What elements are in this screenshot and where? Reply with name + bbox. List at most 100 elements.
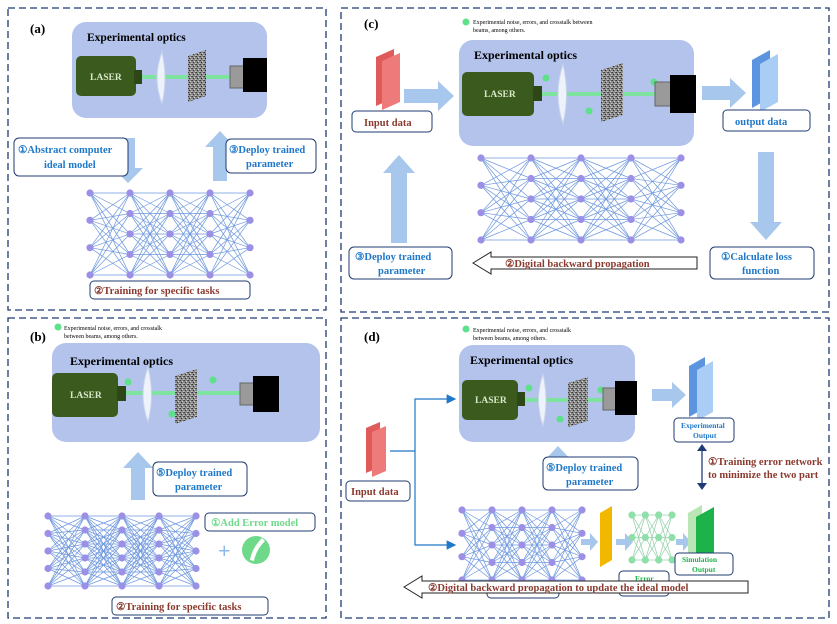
network-edge xyxy=(644,514,660,561)
network-node xyxy=(518,558,526,567)
err-net-d-l1: Error xyxy=(635,574,654,583)
input-d: Input data xyxy=(351,487,399,498)
exp-layer-front-d xyxy=(697,361,713,421)
noise-d-l1: Experimental noise, errors, and crosstal… xyxy=(473,328,571,334)
training-b: ②Training for specific tasks xyxy=(116,601,241,613)
network-edge xyxy=(551,562,583,581)
output-layer-front-c xyxy=(760,54,778,112)
network-edge xyxy=(47,529,86,534)
network-edge xyxy=(129,192,171,255)
network-node xyxy=(155,582,163,590)
camera-c xyxy=(670,75,696,113)
arrow-up-c xyxy=(383,155,415,243)
network-edge xyxy=(461,544,493,557)
network-node xyxy=(548,541,556,549)
noise-d-l2: between beams, among others. xyxy=(473,336,547,342)
network-edge xyxy=(580,157,632,200)
noise-b-l2: between beams, among others. xyxy=(64,334,138,340)
network-edge xyxy=(461,556,493,563)
network-edge xyxy=(630,219,682,241)
step3-box-a xyxy=(225,138,317,174)
network-edge xyxy=(84,515,123,545)
network-edge xyxy=(645,537,659,561)
network-edge xyxy=(47,515,86,552)
network-edge xyxy=(89,220,131,235)
network-edge xyxy=(89,233,131,276)
network-edge xyxy=(631,514,646,561)
network-edge xyxy=(521,509,553,528)
network-node xyxy=(81,568,89,576)
network-node xyxy=(126,230,134,238)
network-edge xyxy=(89,192,131,221)
network-edge xyxy=(461,527,493,581)
split-line-d2 xyxy=(414,451,457,550)
network-edge xyxy=(630,178,682,241)
step3-a-l2: parameter xyxy=(246,159,294,170)
panel-c-tag: (c) xyxy=(364,16,378,31)
network-edge xyxy=(47,557,86,569)
neural-net-d xyxy=(458,506,586,584)
network-edge xyxy=(209,192,251,235)
network-node xyxy=(155,568,163,576)
noise-b-l1: Experimental noise, errors, and crosstal… xyxy=(64,326,162,332)
network-edge xyxy=(530,157,582,220)
network-node xyxy=(655,511,663,519)
lens-c xyxy=(557,62,567,126)
network-node xyxy=(628,556,636,564)
network-edge xyxy=(480,157,532,179)
training-box-b xyxy=(111,596,269,616)
network-node xyxy=(126,189,134,197)
network-edge xyxy=(158,529,197,534)
network-edge xyxy=(551,544,583,581)
network-edge xyxy=(551,544,583,557)
network-edge xyxy=(480,178,532,186)
network-edge xyxy=(129,213,171,276)
network-edge xyxy=(47,571,86,587)
network-node xyxy=(488,558,496,567)
network-edge xyxy=(209,192,251,214)
network-node xyxy=(126,271,134,279)
network-edge xyxy=(209,254,251,276)
train-err-d-l1: ①Training error network xyxy=(708,456,823,468)
network-node xyxy=(668,556,676,564)
network-edge xyxy=(630,157,682,241)
panel-b-frame xyxy=(7,317,327,619)
network-edge xyxy=(47,533,86,545)
train-err-d-l2: to minimize the two part xyxy=(708,470,819,481)
neural-net-a xyxy=(86,189,254,279)
laser-label-d: LASER xyxy=(475,396,507,406)
network-edge xyxy=(209,220,251,255)
network-edge xyxy=(121,543,160,587)
panel-a-tag: (a) xyxy=(30,21,45,36)
network-node xyxy=(627,154,635,162)
camera-b xyxy=(253,376,279,412)
network-edge xyxy=(480,185,532,241)
network-edge xyxy=(47,515,86,545)
network-node xyxy=(677,154,685,162)
network-node xyxy=(577,195,585,203)
network-edge xyxy=(491,527,523,581)
network-edge xyxy=(158,550,197,573)
network-edge xyxy=(209,220,251,276)
slm-d xyxy=(568,377,588,427)
network-edge xyxy=(209,192,251,221)
network-edge xyxy=(158,515,197,569)
network-edge xyxy=(158,557,197,569)
network-edge xyxy=(630,178,682,213)
deploy-d-l2: parameter xyxy=(566,477,614,488)
network-edge xyxy=(47,529,86,587)
network-edge xyxy=(129,254,171,276)
network-edge xyxy=(551,509,583,563)
network-edge xyxy=(169,192,211,255)
network-edge xyxy=(84,515,123,573)
arrow-right-c2 xyxy=(702,78,746,108)
network-node xyxy=(126,250,134,259)
network-node xyxy=(628,511,636,519)
network-edge xyxy=(521,527,553,581)
network-edge xyxy=(461,556,493,581)
network-edge xyxy=(84,515,123,531)
optics-title-c: Experimental optics xyxy=(474,48,577,62)
network-edge xyxy=(480,157,532,220)
network-edge xyxy=(47,568,86,587)
network-edge xyxy=(480,157,532,186)
